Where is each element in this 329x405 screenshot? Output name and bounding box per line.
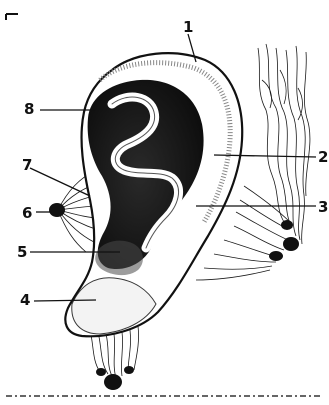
callout-1: 1 [183,18,193,36]
lymph-nodes-retroauricular [269,220,299,261]
callout-4: 4 [20,291,30,309]
callout-8: 8 [24,100,34,118]
auricle [65,53,242,336]
callout-7: 7 [22,156,32,174]
callout-6: 6 [22,204,32,222]
callout-5: 5 [17,243,27,261]
callout-3: 3 [318,198,328,216]
corner-mark [6,14,18,20]
callout-2: 2 [318,148,328,166]
lymph-node-preauricular [49,203,65,217]
lymph-nodes-infra-auricular [96,366,134,390]
leader-7 [30,168,90,196]
